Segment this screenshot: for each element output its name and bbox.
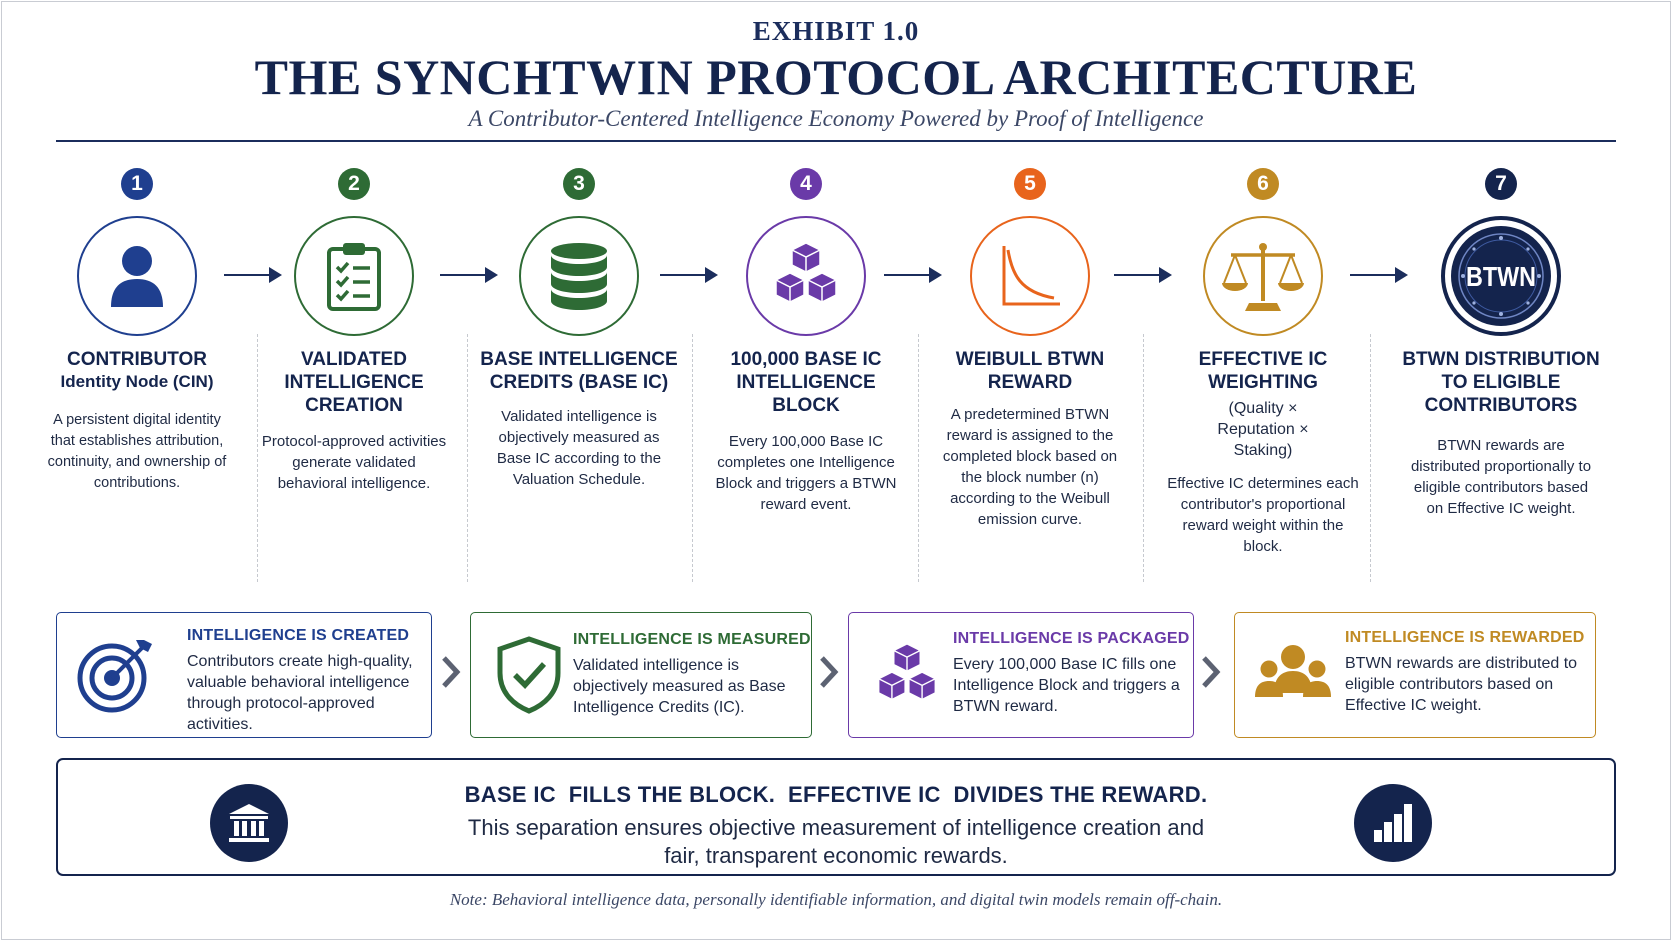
card-description: Validated intelligence is objectively me…	[573, 657, 786, 716]
decay-curve-icon	[1002, 246, 1060, 306]
card-title: INTELLIGENCE IS PACKAGED	[953, 630, 1190, 647]
card-description: Every 100,000 Base IC fills one Intellig…	[953, 656, 1180, 715]
exhibit-label: EXHIBIT 1.0	[752, 16, 920, 46]
step-description: Validated intelligence is objectively me…	[496, 408, 662, 488]
card-icon-wrap	[1253, 635, 1333, 715]
step-title: WEIBULL BTWN REWARD	[955, 349, 1105, 393]
summary-text: This separation ensures objective measur…	[58, 814, 1614, 870]
column-divider	[467, 334, 468, 582]
step-description: A persistent digital identity that estab…	[47, 412, 227, 491]
column-divider	[1370, 334, 1371, 582]
step-6: 6 EFFECTIVE IC WEIGHTING (Quality × Repu…	[1163, 168, 1363, 557]
card-title: INTELLIGENCE IS REWARDED	[1345, 629, 1585, 646]
btwn-coin-icon: BTWN	[1451, 226, 1551, 326]
column-divider	[257, 334, 258, 582]
chevron-right-icon	[820, 656, 839, 688]
step-number-badge: 4	[790, 168, 822, 200]
institution-icon-badge	[210, 784, 288, 862]
card-title: INTELLIGENCE IS MEASURED	[573, 631, 811, 648]
people-group-icon	[1255, 645, 1331, 697]
institution-icon	[229, 804, 269, 842]
step-7: 7 BTWN BTWN DISTRIBUTION TO ELIGIBLE CON…	[1396, 168, 1606, 519]
scales-icon	[1222, 243, 1304, 311]
summary-panel: BASE IC FILLS THE BLOCK. EFFECTIVE IC DI…	[56, 758, 1616, 876]
footnote: Note: Behavioral intelligence data, pers…	[449, 890, 1223, 909]
column-divider	[692, 334, 693, 582]
summary-text-body: This separation ensures objective measur…	[467, 815, 1205, 868]
chevron-right-icon	[442, 656, 461, 688]
step-2: 2 VALIDATED INTELLIGENCE CREATION Protoc…	[254, 168, 454, 494]
chevron-right-icon	[1202, 656, 1221, 688]
step-icon-circle	[1203, 216, 1323, 336]
card-description: BTWN rewards are distributed to eligible…	[1345, 655, 1578, 714]
step-1: 1 CONTRIBUTOR Identity Node (CIN) A pers…	[37, 168, 237, 494]
step-description: BTWN rewards are distributed proportiona…	[1410, 437, 1592, 517]
step-number-badge: 5	[1014, 168, 1046, 200]
column-divider	[1143, 334, 1144, 582]
person-icon	[111, 246, 163, 307]
page-subtitle: A Contributor-Centered Intelligence Econ…	[468, 106, 1204, 131]
step-title: VALIDATED INTELLIGENCE CREATION	[284, 349, 424, 416]
cubes-icon	[878, 643, 936, 701]
bar-chart-icon	[1374, 804, 1412, 842]
cubes-icon	[775, 242, 837, 303]
step-title: 100,000 BASE IC INTELLIGENCE BLOCK	[730, 349, 882, 416]
card-created: INTELLIGENCE IS CREATED Contributors cre…	[56, 612, 432, 738]
step-number-badge: 6	[1247, 168, 1279, 200]
step-icon-circle	[970, 216, 1090, 336]
database-icon	[551, 243, 607, 310]
step-subtitle: (Quality × Reputation × Staking)	[1217, 400, 1309, 459]
card-measured: INTELLIGENCE IS MEASURED Validated intel…	[470, 612, 812, 738]
card-description: Contributors create high-quality, valuab…	[187, 653, 413, 733]
step-number-badge: 1	[121, 168, 153, 200]
column-divider	[918, 334, 919, 582]
step-icon-circle	[746, 216, 866, 336]
card-title: INTELLIGENCE IS CREATED	[187, 627, 410, 644]
flow-arrow	[1350, 267, 1408, 283]
step-4: 4 100,000 BASE IC INTELLIGENCE BLOCK Eve…	[706, 168, 906, 515]
step-title: EFFECTIVE IC WEIGHTING	[1198, 349, 1328, 393]
step-description: Protocol-approved activities generate va…	[261, 433, 447, 492]
flow-arrow	[1114, 267, 1172, 283]
step-3: 3 BASE INTELLIGENCE CREDITS (BASE IC) Va…	[479, 168, 679, 490]
step-title: BTWN DISTRIBUTION TO ELIGIBLE CONTRIBUTO…	[1402, 349, 1600, 416]
flow-arrow	[660, 267, 718, 283]
flow-arrow	[440, 267, 498, 283]
step-description: A predetermined BTWN reward is assigned …	[942, 406, 1118, 528]
flow-arrow	[224, 267, 282, 283]
card-icon-wrap	[867, 635, 947, 715]
card-rewarded: INTELLIGENCE IS REWARDED BTWN rewards ar…	[1234, 612, 1596, 738]
step-number-badge: 3	[563, 168, 595, 200]
step-icon-circle	[77, 216, 197, 336]
step-icon-circle	[294, 216, 414, 336]
step-description: Every 100,000 Base IC completes one Inte…	[715, 433, 897, 513]
bar-chart-icon-badge	[1354, 784, 1432, 862]
flow-arrow	[884, 267, 942, 283]
card-icon-wrap	[489, 635, 569, 715]
shield-check-icon	[497, 636, 561, 714]
target-icon	[77, 640, 152, 713]
summary-headline: BASE IC FILLS THE BLOCK. EFFECTIVE IC DI…	[464, 782, 1208, 807]
clipboard-checklist-icon	[327, 243, 381, 311]
page-title: THE SYNCHTWIN PROTOCOL ARCHITECTURE	[254, 49, 1418, 105]
step-title: CONTRIBUTOR	[66, 349, 208, 370]
step-description: Effective IC determines each contributor…	[1167, 475, 1359, 555]
step-number-badge: 7	[1485, 168, 1517, 200]
card-packaged: INTELLIGENCE IS PACKAGED Every 100,000 B…	[848, 612, 1194, 738]
card-icon-wrap	[75, 635, 155, 715]
step-title: BASE INTELLIGENCE CREDITS (BASE IC)	[480, 349, 678, 393]
btwn-coin-label: BTWN	[1466, 261, 1536, 292]
step-5: 5 WEIBULL BTWN REWARD A predetermined BT…	[930, 168, 1130, 530]
step-number-badge: 2	[338, 168, 370, 200]
step-icon-circle	[519, 216, 639, 336]
step-icon-circle: BTWN	[1441, 216, 1561, 336]
title-rule	[56, 140, 1616, 142]
step-subtitle: Identity Node (CIN)	[60, 372, 214, 391]
